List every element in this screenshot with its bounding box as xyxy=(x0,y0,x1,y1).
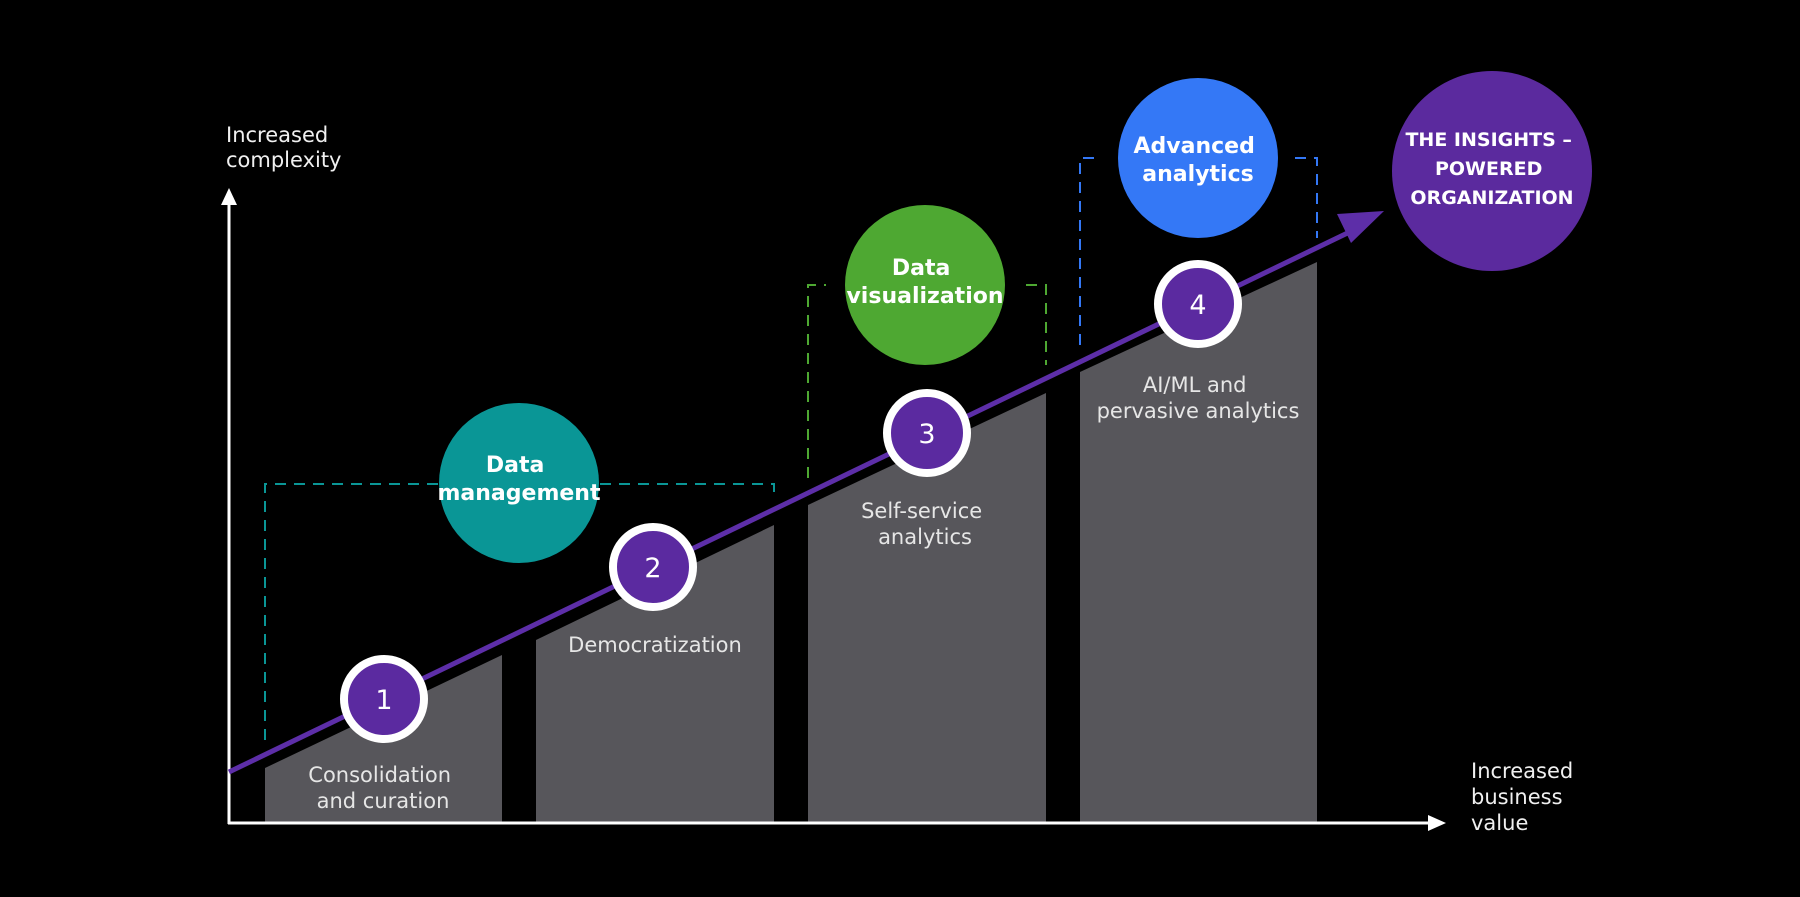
y-axis-arrow-icon xyxy=(221,188,237,205)
goal-circle xyxy=(1392,71,1592,271)
step-badge-ring xyxy=(1154,260,1242,348)
step-badge-1: 1 xyxy=(340,655,428,743)
step-blocks xyxy=(265,262,1317,822)
data-management-label: Data management xyxy=(438,453,601,506)
step-number-4: 4 xyxy=(1189,290,1206,321)
advanced-analytics-circle xyxy=(1118,78,1278,238)
bracket-data-visualization xyxy=(807,284,826,478)
step-number-2: 2 xyxy=(644,553,661,584)
advanced-analytics-label: Advanced analytics xyxy=(1133,134,1262,187)
bracket-data-management xyxy=(264,483,440,740)
step-block-4 xyxy=(1080,262,1317,822)
step-label-3: Self-service analytics xyxy=(861,499,989,549)
capability-data-management: Data management xyxy=(438,403,601,563)
step-badge-ring xyxy=(609,523,697,611)
data-visualization-label: Data visualization xyxy=(846,256,1003,309)
capability-brackets xyxy=(264,157,1318,740)
step-badge-3: 3 xyxy=(883,389,971,477)
capability-data-visualization: Data visualization xyxy=(845,205,1005,365)
step-badge-ring xyxy=(883,389,971,477)
step-badge-4: 4 xyxy=(1154,260,1242,348)
trend-arrow-icon xyxy=(1337,211,1384,243)
goal-label: THE INSIGHTS – POWERED ORGANIZATION xyxy=(1405,129,1578,209)
step-number-3: 3 xyxy=(918,419,935,450)
step-label-1: Consolidation and curation xyxy=(308,763,457,813)
bracket-data-visualization-right xyxy=(1026,284,1047,365)
step-block-2 xyxy=(536,525,774,822)
step-number-1: 1 xyxy=(375,685,392,716)
capability-advanced-analytics: Advanced analytics xyxy=(1118,78,1278,238)
bracket-data-management-right xyxy=(600,483,775,495)
step-label-2: Democratization xyxy=(568,633,742,657)
x-axis-arrow-icon xyxy=(1428,815,1446,831)
bracket-advanced-analytics xyxy=(1079,157,1098,345)
step-label-4: AI/ML and pervasive analytics xyxy=(1097,373,1300,423)
bracket-advanced-analytics-right xyxy=(1295,157,1318,238)
step-badge-2: 2 xyxy=(609,523,697,611)
y-axis-label: Increased complexity xyxy=(226,123,342,172)
axes: Increased complexity Increased business … xyxy=(221,123,1580,835)
data-management-circle xyxy=(439,403,599,563)
data-visualization-circle xyxy=(845,205,1005,365)
step-badge-ring xyxy=(340,655,428,743)
step-block-3 xyxy=(808,393,1046,822)
goal-insights-powered-organization: THE INSIGHTS – POWERED ORGANIZATION xyxy=(1392,71,1592,271)
x-axis-label: Increased business value xyxy=(1471,759,1580,835)
